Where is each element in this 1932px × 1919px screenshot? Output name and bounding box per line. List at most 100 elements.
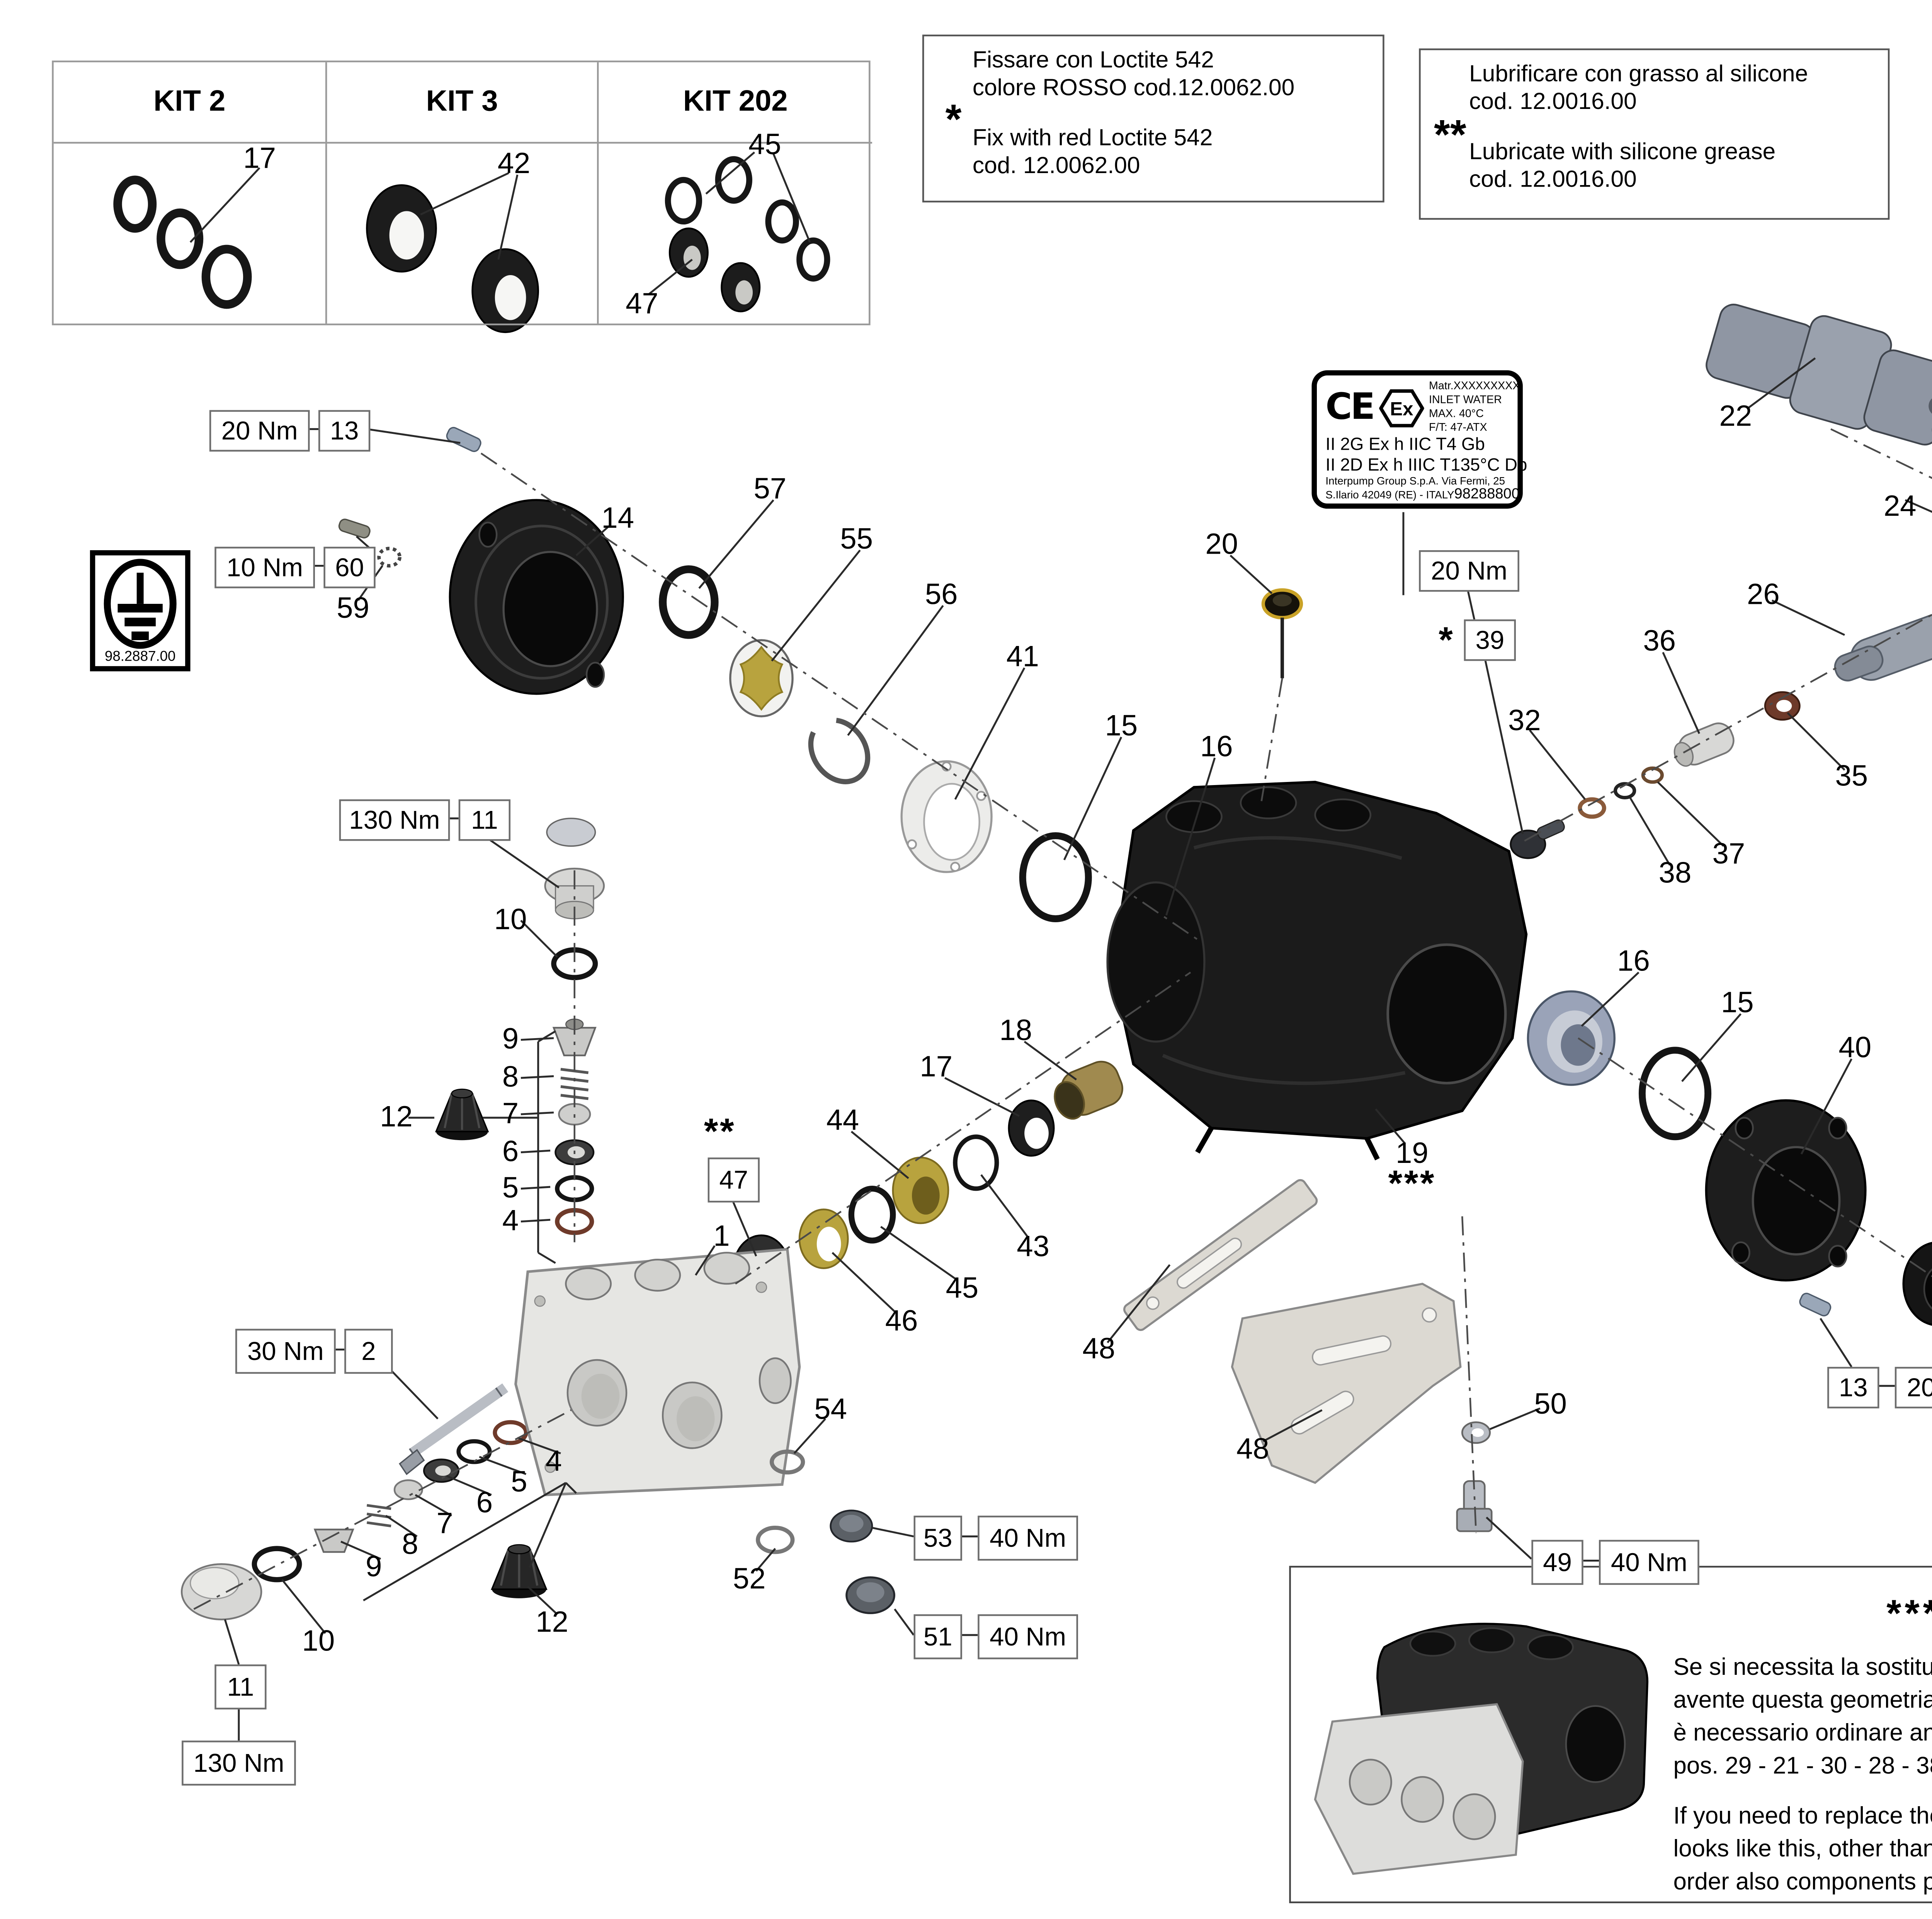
flange-14-part <box>449 499 624 695</box>
callout-14: 14 <box>601 502 634 535</box>
callout-32: 32 <box>1508 704 1541 738</box>
crankcase-note-en: If you need to replace the crankcase tha… <box>1673 1803 1932 1895</box>
grease-text: Lubrificare con grasso al silicone cod. … <box>1469 61 1808 211</box>
part-box-2: 2 <box>344 1329 393 1374</box>
crankshaft-22-part <box>1706 304 1932 455</box>
callout-10: 10 <box>302 1625 335 1658</box>
kit3-art <box>366 184 539 333</box>
kit2-art <box>113 175 252 309</box>
sleeve-18-part <box>1054 1061 1123 1120</box>
callout-52: 52 <box>733 1562 766 1596</box>
seal-42-part <box>1902 1242 1932 1326</box>
kit202-panel: KIT 202 <box>599 62 872 323</box>
loctite-en-1: Fix with red Loctite 542 <box>972 124 1213 151</box>
oring-15b-part <box>1638 1047 1712 1141</box>
callout-36: 36 <box>1643 625 1676 658</box>
maker-line: Interpump Group S.p.A. Via Fermi, 25 <box>1325 476 1505 488</box>
foot-bracket-48-part <box>1231 1283 1462 1484</box>
torque-box-30Nm: 30 Nm <box>235 1329 336 1374</box>
callout-9: 9 <box>366 1550 382 1584</box>
ring-45-part <box>848 1185 896 1244</box>
label-code: 98288800 <box>1454 484 1520 502</box>
gasket-41-part <box>900 760 993 873</box>
callout-24: 24 <box>1883 490 1917 523</box>
oring-57-part <box>659 565 719 639</box>
grease-it-2: cod. 12.0016.00 <box>1469 87 1637 114</box>
loctite-it-1: Fissare con Loctite 542 <box>972 46 1214 73</box>
washer-32-part <box>1578 797 1606 819</box>
callout-42: 42 <box>497 147 531 180</box>
callout-22: 22 <box>1719 399 1752 433</box>
callout-5: 5 <box>511 1465 527 1499</box>
callout-26: 26 <box>1747 578 1780 611</box>
note-marker: * <box>1439 621 1455 661</box>
seal-55-part <box>729 639 794 717</box>
callout-37: 37 <box>1712 837 1745 870</box>
callout-50: 50 <box>1534 1387 1567 1421</box>
atex-dust-line: II 2D Ex h IIIC T135°C Db <box>1325 456 1527 475</box>
callout-47: 47 <box>626 287 658 320</box>
callout-46: 46 <box>885 1305 918 1338</box>
part-box-53: 53 <box>913 1516 962 1561</box>
torque-box-40Nm: 40 Nm <box>978 1516 1078 1561</box>
callout-5: 5 <box>502 1171 519 1205</box>
torque-box-130Nm: 130 Nm <box>182 1741 296 1786</box>
screw-13b-part <box>1799 1293 1832 1317</box>
callout-54: 54 <box>814 1393 847 1426</box>
washer-50-part <box>1461 1421 1491 1444</box>
washer-54-part <box>769 1449 805 1475</box>
callout-15: 15 <box>1721 986 1754 1020</box>
callout-4: 4 <box>545 1445 562 1478</box>
ground-symbol-icon <box>104 559 177 649</box>
kit2-title: KIT 2 <box>53 62 325 144</box>
screw-13-part <box>446 427 481 452</box>
callout-18: 18 <box>999 1014 1032 1047</box>
crankcase-19-part <box>1106 780 1528 1161</box>
callout-45: 45 <box>946 1271 979 1305</box>
callout-55: 55 <box>840 522 873 556</box>
part-box-11: 11 <box>458 799 511 841</box>
drain-plug-39-part <box>1510 819 1565 859</box>
ground-badge: 98.2887.00 <box>90 550 190 671</box>
callout-35: 35 <box>1835 760 1868 793</box>
seal-44-part <box>892 1156 949 1224</box>
callout-9: 9 <box>502 1023 519 1056</box>
part-box-47: 47 <box>707 1157 760 1203</box>
callout-56: 56 <box>925 578 958 611</box>
torque-box-10Nm: 10 Nm <box>214 547 315 588</box>
callout-4: 4 <box>502 1204 519 1237</box>
plug-53-part <box>831 1511 872 1542</box>
bar-bracket-48-part <box>1123 1179 1318 1331</box>
callout-45: 45 <box>748 128 781 161</box>
torque-box-20Nm: 20 Nm <box>1419 550 1519 592</box>
callout-57: 57 <box>753 472 787 506</box>
callout-19: 19 <box>1395 1137 1429 1170</box>
part-box-60: 60 <box>323 547 376 588</box>
bearing-16b-part <box>1527 990 1616 1086</box>
callout-16: 16 <box>1200 730 1233 763</box>
callout-16: 16 <box>1617 945 1650 978</box>
ring-17-part <box>1008 1099 1055 1157</box>
stud-2-part <box>399 1383 509 1475</box>
callout-38: 38 <box>1658 857 1692 890</box>
torque-box-20Nm: 20 Nm <box>209 410 310 452</box>
callout-1: 1 <box>713 1220 730 1253</box>
shim-35-part <box>1764 691 1801 721</box>
loctite-note: * Fissare con Loctite 542 colore ROSSO c… <box>922 34 1384 202</box>
crankcase-note-box: *** Se si necessita la sostituzione del … <box>1289 1565 1932 1904</box>
kit-legend: KIT 2 KIT 3 KIT 202 <box>52 60 872 325</box>
oil-cap-20-part <box>1261 588 1303 678</box>
ring-38-part <box>1614 782 1636 799</box>
flange-40-part <box>1705 1099 1867 1282</box>
part-box-51: 51 <box>913 1614 962 1659</box>
part-box-39: 39 <box>1464 619 1516 661</box>
callout-48: 48 <box>1236 1433 1269 1466</box>
callout-17: 17 <box>243 142 276 175</box>
grease-en-2: cod. 12.0016.00 <box>1469 165 1637 191</box>
grease-note: ** Lubrificare con grasso al silicone co… <box>1419 48 1890 220</box>
part-box-13: 13 <box>318 410 371 452</box>
